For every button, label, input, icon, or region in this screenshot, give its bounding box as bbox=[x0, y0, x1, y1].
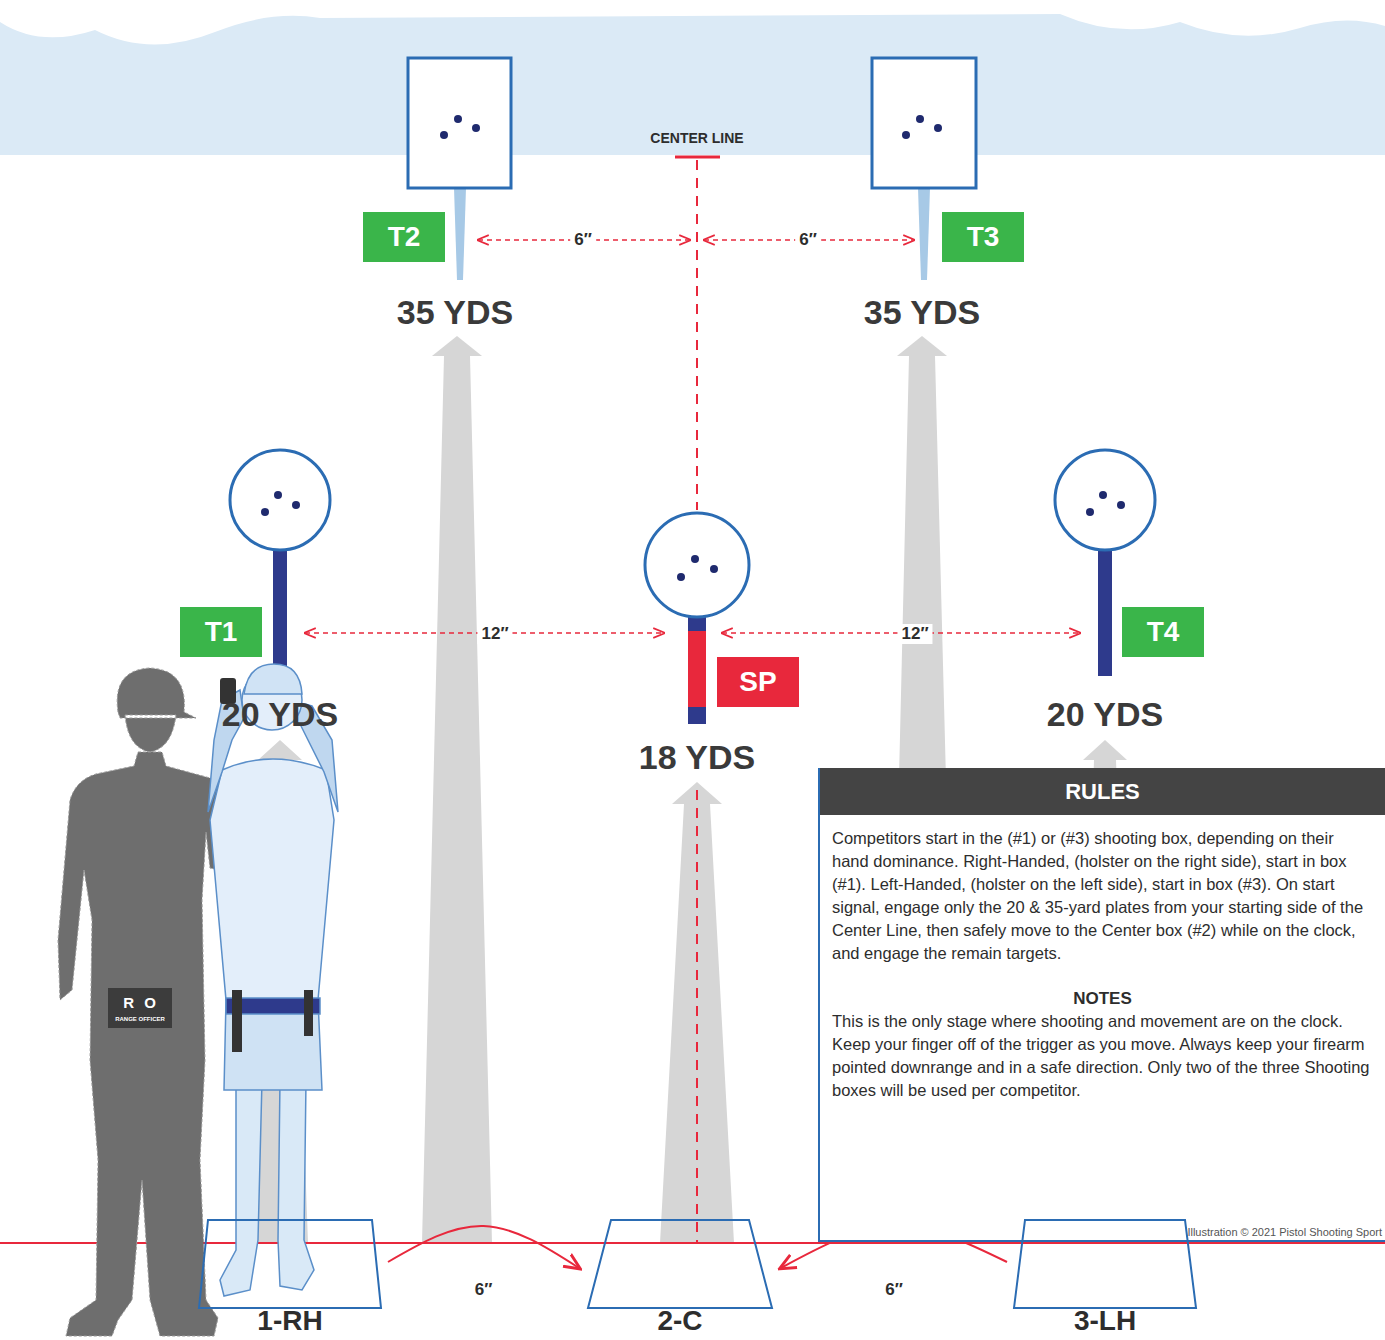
vest-text: R O bbox=[123, 994, 159, 1011]
panel-body: Competitors start in the (#1) or (#3) sh… bbox=[820, 815, 1385, 965]
tag-text: T4 bbox=[1147, 616, 1180, 648]
target-tag: T2 bbox=[363, 212, 445, 262]
distance-label: 18 YDS bbox=[639, 738, 756, 777]
target-plate bbox=[1086, 508, 1094, 516]
box-label: 3-LH bbox=[1013, 1218, 1197, 1336]
target-plate bbox=[274, 491, 282, 499]
shooting-box-outline bbox=[1014, 1220, 1196, 1308]
target-plate bbox=[645, 513, 749, 617]
distance-label: 35 YDS bbox=[864, 293, 981, 332]
target-plate bbox=[688, 631, 706, 707]
center-line bbox=[696, 790, 698, 1243]
distance-label: 35 YDS bbox=[397, 293, 514, 332]
target-plate bbox=[1055, 450, 1155, 550]
range-officer-figure bbox=[117, 668, 196, 752]
dimension-label: 6″ bbox=[881, 1280, 907, 1300]
target-plate bbox=[261, 508, 269, 516]
target-plate bbox=[454, 115, 462, 123]
target-plate bbox=[440, 131, 448, 139]
target-plate bbox=[916, 115, 924, 123]
panel-body: This is the only stage where shooting an… bbox=[820, 1010, 1385, 1142]
distance-label: 20 YDS bbox=[1047, 695, 1164, 734]
shooting-box-outline bbox=[199, 1220, 381, 1308]
sight-beam bbox=[422, 336, 492, 1243]
copyright-note: Illustration © 2021 Pistol Shooting Spor… bbox=[1187, 1226, 1382, 1238]
target-plate bbox=[934, 124, 942, 132]
shooting-box-outline bbox=[588, 1220, 772, 1308]
rules-panel: RULESCompetitors start in the (#1) or (#… bbox=[818, 768, 1385, 1242]
shooter-figure bbox=[244, 664, 302, 694]
target-tag: T1 bbox=[180, 607, 262, 657]
target-plate bbox=[688, 707, 706, 724]
dimension-label: 6″ bbox=[795, 230, 821, 250]
shooter-figure bbox=[232, 990, 242, 1052]
dimension-label: 6″ bbox=[471, 1280, 497, 1300]
target-plate bbox=[454, 188, 466, 280]
center-line-label: CENTER LINE bbox=[650, 130, 743, 146]
shooting-box: 2-C bbox=[587, 1218, 773, 1336]
target-plate bbox=[273, 550, 287, 676]
move-arrow bbox=[388, 1226, 579, 1268]
sight-beam bbox=[660, 782, 734, 1243]
dimension-line bbox=[305, 240, 1080, 633]
shooter-figure bbox=[278, 1080, 314, 1290]
shooter-figure bbox=[210, 759, 334, 1000]
dimension-label: 12″ bbox=[897, 624, 932, 644]
shooting-box: 1-RH bbox=[198, 1218, 382, 1336]
tag-text: T3 bbox=[967, 221, 1000, 253]
target-plate bbox=[230, 58, 1155, 724]
target-plate bbox=[292, 501, 300, 509]
shooting-box-outline bbox=[1013, 1218, 1197, 1310]
shooting-box: 3-LH bbox=[1013, 1218, 1197, 1336]
target-plate bbox=[902, 131, 910, 139]
panel-heading: NOTES bbox=[820, 987, 1385, 1010]
target-tag: T4 bbox=[1122, 607, 1204, 657]
target-plate bbox=[872, 58, 976, 188]
tag-text: T2 bbox=[388, 221, 421, 253]
target-plate bbox=[710, 565, 718, 573]
center-line bbox=[696, 160, 698, 510]
ground-line bbox=[0, 1243, 1385, 1244]
range-officer-figure bbox=[108, 988, 172, 1028]
target-plate bbox=[691, 555, 699, 563]
target-tag: T3 bbox=[942, 212, 1024, 262]
dimension-label: 6″ bbox=[570, 230, 596, 250]
dimension-label: 12″ bbox=[477, 624, 512, 644]
tag-text: SP bbox=[739, 666, 776, 698]
target-plate bbox=[918, 188, 930, 280]
box-label: 2-C bbox=[587, 1218, 773, 1336]
shooting-box-outline bbox=[198, 1218, 382, 1310]
target-plate bbox=[1117, 501, 1125, 509]
box-label: 1-RH bbox=[198, 1218, 382, 1336]
sky bbox=[0, 0, 1385, 45]
shooter-figure bbox=[220, 1080, 262, 1296]
target-plate bbox=[688, 617, 706, 631]
center-line bbox=[675, 156, 720, 159]
distance-label: 20 YDS bbox=[222, 695, 339, 734]
target-plate bbox=[1099, 491, 1107, 499]
shooter-figure bbox=[208, 664, 338, 1296]
target-plate bbox=[677, 573, 685, 581]
ground-line bbox=[0, 1242, 1385, 1244]
range-officer-figure bbox=[58, 668, 230, 1336]
target-plate bbox=[408, 58, 511, 188]
sky bbox=[0, 0, 1385, 155]
target-plate bbox=[472, 124, 480, 132]
shooter-figure bbox=[304, 990, 313, 1036]
center-line bbox=[675, 157, 720, 1243]
tag-text: T1 bbox=[205, 616, 238, 648]
start-plate-tag: SP bbox=[717, 657, 799, 707]
sky bbox=[0, 0, 1385, 155]
vest-text: RANGE OFFICER bbox=[115, 1016, 165, 1022]
target-plate bbox=[230, 450, 330, 550]
panel-heading: RULES bbox=[820, 768, 1385, 815]
target-plate bbox=[1098, 550, 1112, 676]
shooting-box-outline bbox=[587, 1218, 773, 1310]
